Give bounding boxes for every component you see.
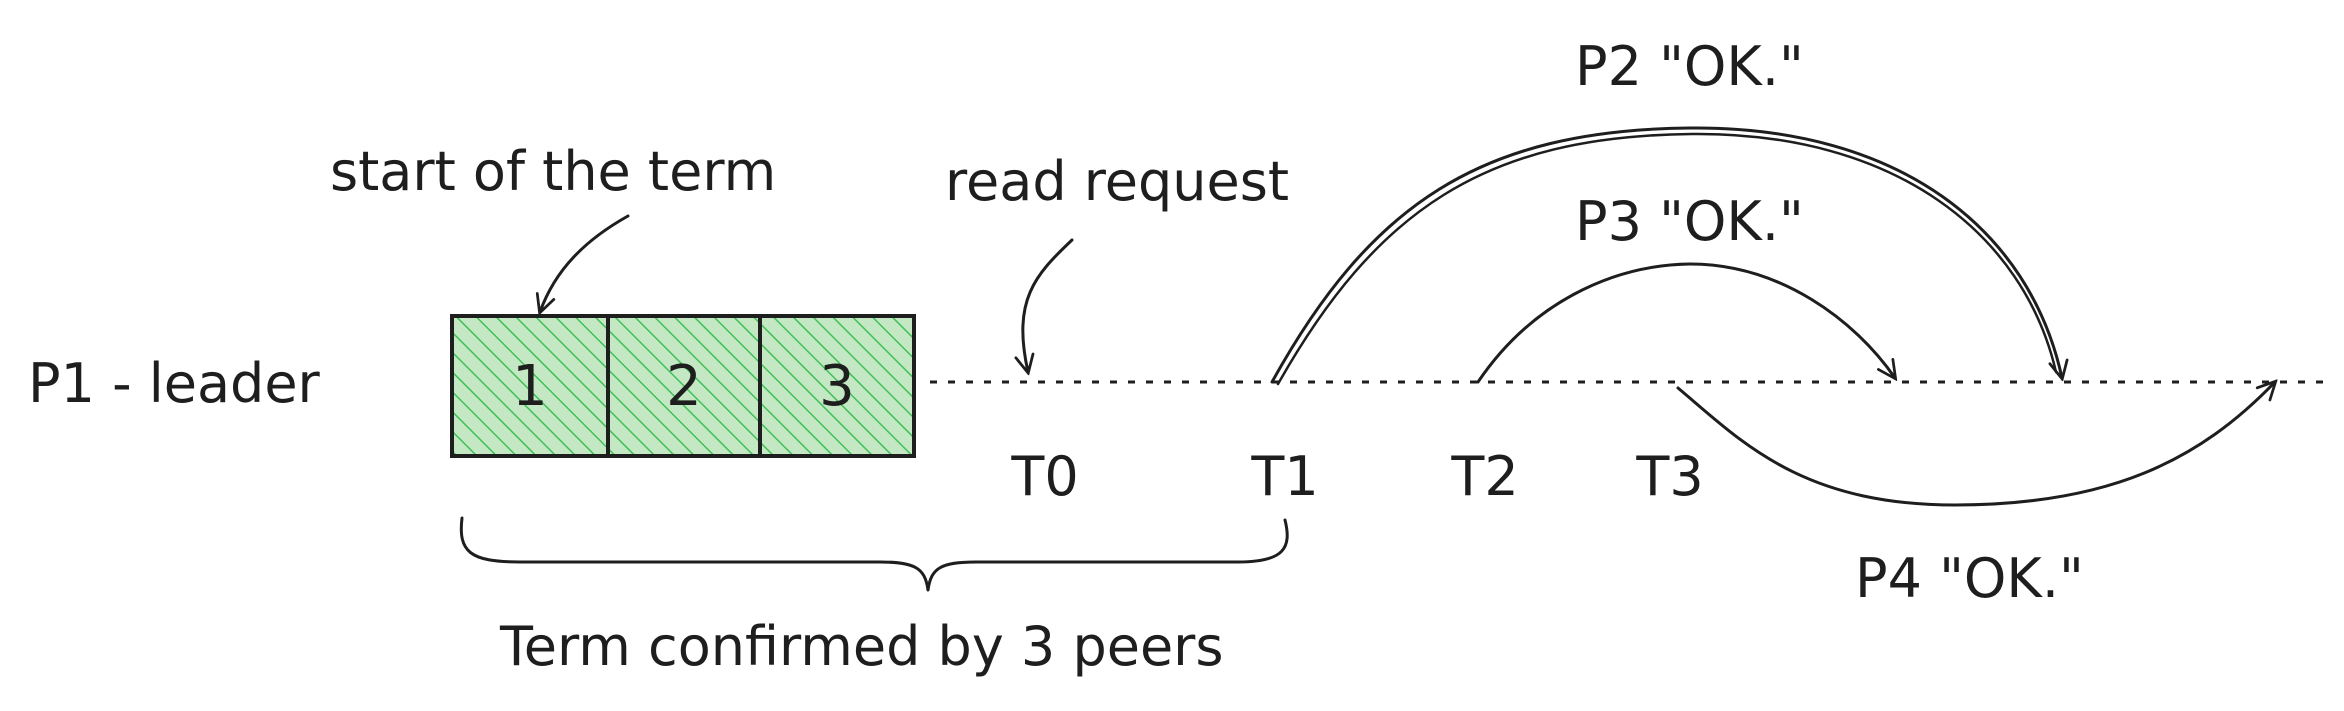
- p2-response-arrow: [1270, 126, 2062, 386]
- time-mark-t2: T2: [1450, 445, 1518, 508]
- time-mark-t1: T1: [1250, 445, 1318, 508]
- log-block-1: [450, 314, 610, 458]
- log-block-1-label: 1: [512, 354, 548, 419]
- time-mark-t0: T0: [1010, 445, 1078, 508]
- log-block-2-label: 2: [666, 354, 702, 419]
- p2-response-label: P2 "OK.": [1575, 35, 1804, 98]
- leader-label: P1 - leader: [28, 352, 321, 415]
- read-request-label: read request: [945, 150, 1289, 213]
- term-start-label: start of the term: [330, 140, 776, 203]
- log-block-3-label: 3: [819, 354, 855, 419]
- p4-response-arrow: [1676, 382, 2275, 507]
- p4-response-label: P4 "OK.": [1855, 547, 2084, 610]
- p3-response-arrow: [1476, 262, 1895, 384]
- term-start-arrow: [540, 214, 630, 312]
- read-request-arrow: [1023, 238, 1074, 372]
- log-block-3: [758, 314, 916, 458]
- term-brace: [459, 516, 1289, 592]
- brace-label: Term confirmed by 3 peers: [499, 615, 1224, 678]
- time-mark-t3: T3: [1635, 445, 1703, 508]
- p3-response-label: P3 "OK.": [1575, 190, 1804, 253]
- log-block-2: [606, 314, 762, 458]
- log-blocks: 1 2 3: [450, 314, 916, 458]
